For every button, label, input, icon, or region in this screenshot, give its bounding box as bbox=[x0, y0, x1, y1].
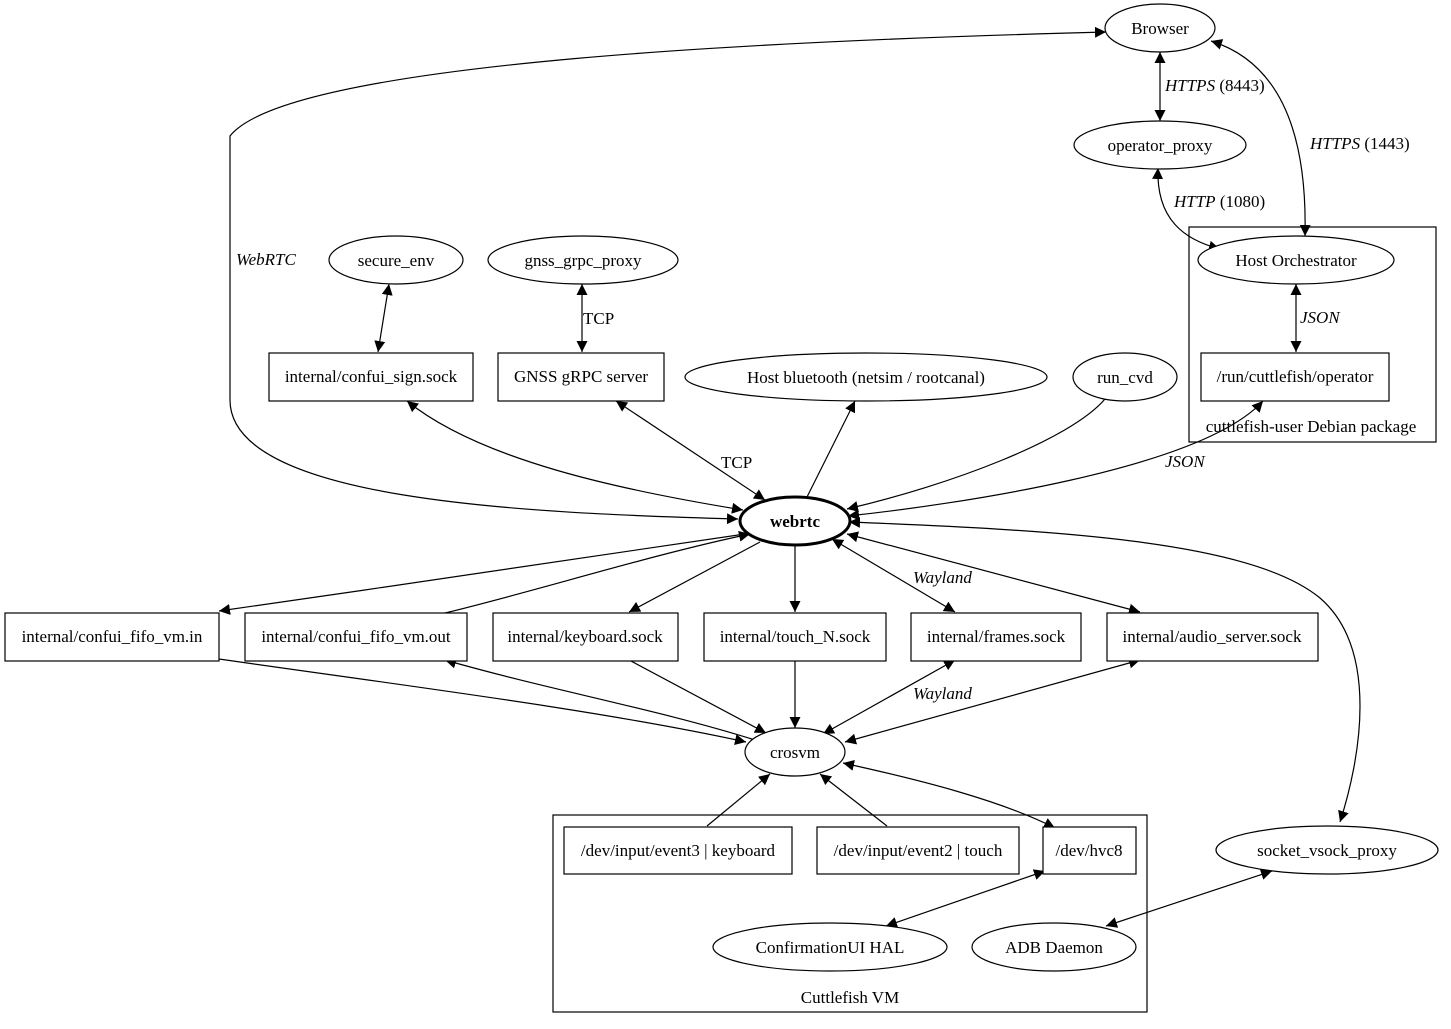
label-webrtc-frames: Wayland bbox=[913, 568, 972, 587]
node-confirmationui-hal-label: ConfirmationUI HAL bbox=[756, 938, 905, 957]
edge-webrtc-keyboard bbox=[628, 541, 761, 613]
edge-crosvm-hvc8 bbox=[842, 760, 1056, 829]
node-adb-daemon-label: ADB Daemon bbox=[1005, 938, 1103, 957]
node-gnss-grpc-server-label: GNSS gRPC server bbox=[514, 367, 648, 386]
edge-labels: HTTPS (8443) HTTPS (1443) HTTP (1080) JS… bbox=[236, 76, 1410, 703]
label-frames-crosvm: Wayland bbox=[913, 684, 972, 703]
node-audio-server-sock-label: internal/audio_server.sock bbox=[1123, 627, 1302, 646]
edge-confui-fifo-out-webrtc bbox=[444, 530, 751, 614]
node-touch-sock[interactable]: internal/touch_N.sock bbox=[703, 612, 887, 662]
label-orchestrator-run-operator: JSON bbox=[1300, 308, 1341, 327]
node-run-cvd-label: run_cvd bbox=[1097, 368, 1153, 387]
nodes: Browser operator_proxy Host Orchestrator… bbox=[4, 3, 1439, 972]
node-confui-fifo-vm-out-label: internal/confui_fifo_vm.out bbox=[261, 627, 451, 646]
node-keyboard-sock[interactable]: internal/keyboard.sock bbox=[492, 612, 679, 662]
node-confui-sign-sock[interactable]: internal/confui_sign.sock bbox=[268, 352, 474, 402]
node-secure-env-label: secure_env bbox=[358, 251, 435, 270]
label-gnss-proxy-server: TCP bbox=[583, 309, 614, 328]
node-confui-fifo-vm-out[interactable]: internal/confui_fifo_vm.out bbox=[244, 612, 468, 662]
edges bbox=[218, 26, 1361, 928]
node-webrtc-label: webrtc bbox=[770, 512, 820, 531]
edge-keyboard-crosvm bbox=[628, 659, 767, 734]
node-confui-fifo-vm-in-label: internal/confui_fifo_vm.in bbox=[22, 627, 203, 646]
node-adb-daemon[interactable]: ADB Daemon bbox=[971, 922, 1137, 972]
node-confui-fifo-vm-in[interactable]: internal/confui_fifo_vm.in bbox=[4, 612, 220, 662]
node-browser-label: Browser bbox=[1131, 19, 1189, 38]
edge-webrtc-audio bbox=[846, 531, 1141, 615]
node-keyboard-sock-label: internal/keyboard.sock bbox=[507, 627, 663, 646]
edge-crosvm-confui-fifo-out bbox=[444, 657, 756, 741]
node-gnss-grpc-proxy-label: gnss_grpc_proxy bbox=[524, 251, 642, 270]
edge-secure-env-confui-sign bbox=[374, 283, 393, 353]
node-audio-server-sock[interactable]: internal/audio_server.sock bbox=[1106, 612, 1319, 662]
cluster-cuttlefish-vm-label: Cuttlefish VM bbox=[801, 988, 899, 1007]
edge-webrtc-socket-vsock-proxy bbox=[848, 516, 1361, 823]
node-confui-sign-sock-label: internal/confui_sign.sock bbox=[285, 367, 458, 386]
node-touch-sock-label: internal/touch_N.sock bbox=[720, 627, 871, 646]
edge-event3-crosvm bbox=[706, 773, 771, 827]
node-dev-input-event2[interactable]: /dev/input/event2 | touch bbox=[816, 826, 1020, 875]
node-frames-sock[interactable]: internal/frames.sock bbox=[910, 612, 1082, 662]
node-crosvm[interactable]: crosvm bbox=[744, 727, 846, 777]
edge-gnss-server-webrtc bbox=[615, 400, 766, 501]
edge-confui-sign-webrtc bbox=[406, 400, 744, 514]
node-run-operator-label: /run/cuttlefish/operator bbox=[1217, 367, 1374, 386]
node-host-orchestrator-label: Host Orchestrator bbox=[1235, 251, 1357, 270]
node-dev-input-event2-label: /dev/input/event2 | touch bbox=[834, 841, 1003, 860]
label-browser-operator: HTTPS (8443) bbox=[1164, 76, 1265, 95]
node-socket-vsock-proxy-label: socket_vsock_proxy bbox=[1257, 841, 1397, 860]
node-frames-sock-label: internal/frames.sock bbox=[927, 627, 1066, 646]
label-operator-orchestrator: HTTP (1080) bbox=[1173, 192, 1265, 211]
node-run-cvd[interactable]: run_cvd bbox=[1072, 352, 1178, 402]
node-run-operator[interactable]: /run/cuttlefish/operator bbox=[1200, 352, 1390, 402]
edge-hvc8-confirmationui-hal bbox=[885, 869, 1046, 928]
node-confirmationui-hal[interactable]: ConfirmationUI HAL bbox=[712, 922, 948, 972]
node-crosvm-label: crosvm bbox=[770, 743, 820, 762]
edge-operator-proxy-host-orchestrator bbox=[1152, 167, 1221, 252]
node-dev-hvc8[interactable]: /dev/hvc8 bbox=[1042, 826, 1137, 875]
label-browser-webrtc: WebRTC bbox=[236, 250, 296, 269]
edge-browser-host-orchestrator bbox=[1210, 39, 1311, 237]
node-dev-hvc8-label: /dev/hvc8 bbox=[1055, 841, 1122, 860]
label-gnss-server-webrtc: TCP bbox=[721, 453, 752, 472]
edge-adb-daemon-socket-vsock-proxy bbox=[1105, 869, 1273, 928]
node-gnss-grpc-server[interactable]: GNSS gRPC server bbox=[497, 352, 665, 402]
node-browser[interactable]: Browser bbox=[1104, 3, 1216, 53]
node-dev-input-event3[interactable]: /dev/input/event3 | keyboard bbox=[563, 826, 793, 875]
node-webrtc[interactable]: webrtc bbox=[738, 495, 852, 547]
node-dev-input-event3-label: /dev/input/event3 | keyboard bbox=[581, 841, 776, 860]
node-operator-proxy[interactable]: operator_proxy bbox=[1073, 120, 1247, 170]
cluster-cuttlefish-user-label: cuttlefish-user Debian package bbox=[1206, 417, 1417, 436]
edge-webrtc-bluetooth bbox=[806, 400, 856, 498]
node-host-bluetooth-label: Host bluetooth (netsim / rootcanal) bbox=[747, 368, 985, 387]
node-secure-env[interactable]: secure_env bbox=[328, 235, 464, 285]
edge-run-cvd-webrtc bbox=[846, 398, 1106, 512]
node-host-bluetooth[interactable]: Host bluetooth (netsim / rootcanal) bbox=[684, 352, 1048, 402]
node-socket-vsock-proxy[interactable]: socket_vsock_proxy bbox=[1215, 825, 1439, 875]
node-gnss-grpc-proxy[interactable]: gnss_grpc_proxy bbox=[487, 235, 679, 285]
edge-event2-crosvm bbox=[819, 773, 888, 827]
edge-audio-crosvm bbox=[844, 657, 1141, 745]
node-operator-proxy-label: operator_proxy bbox=[1108, 136, 1213, 155]
label-run-operator-webrtc: JSON bbox=[1165, 452, 1206, 471]
edge-confui-fifo-in-crosvm bbox=[218, 658, 747, 746]
edge-webrtc-confui-fifo-in bbox=[218, 533, 746, 615]
node-host-orchestrator[interactable]: Host Orchestrator bbox=[1197, 235, 1395, 285]
label-browser-orchestrator: HTTPS (1443) bbox=[1309, 134, 1410, 153]
